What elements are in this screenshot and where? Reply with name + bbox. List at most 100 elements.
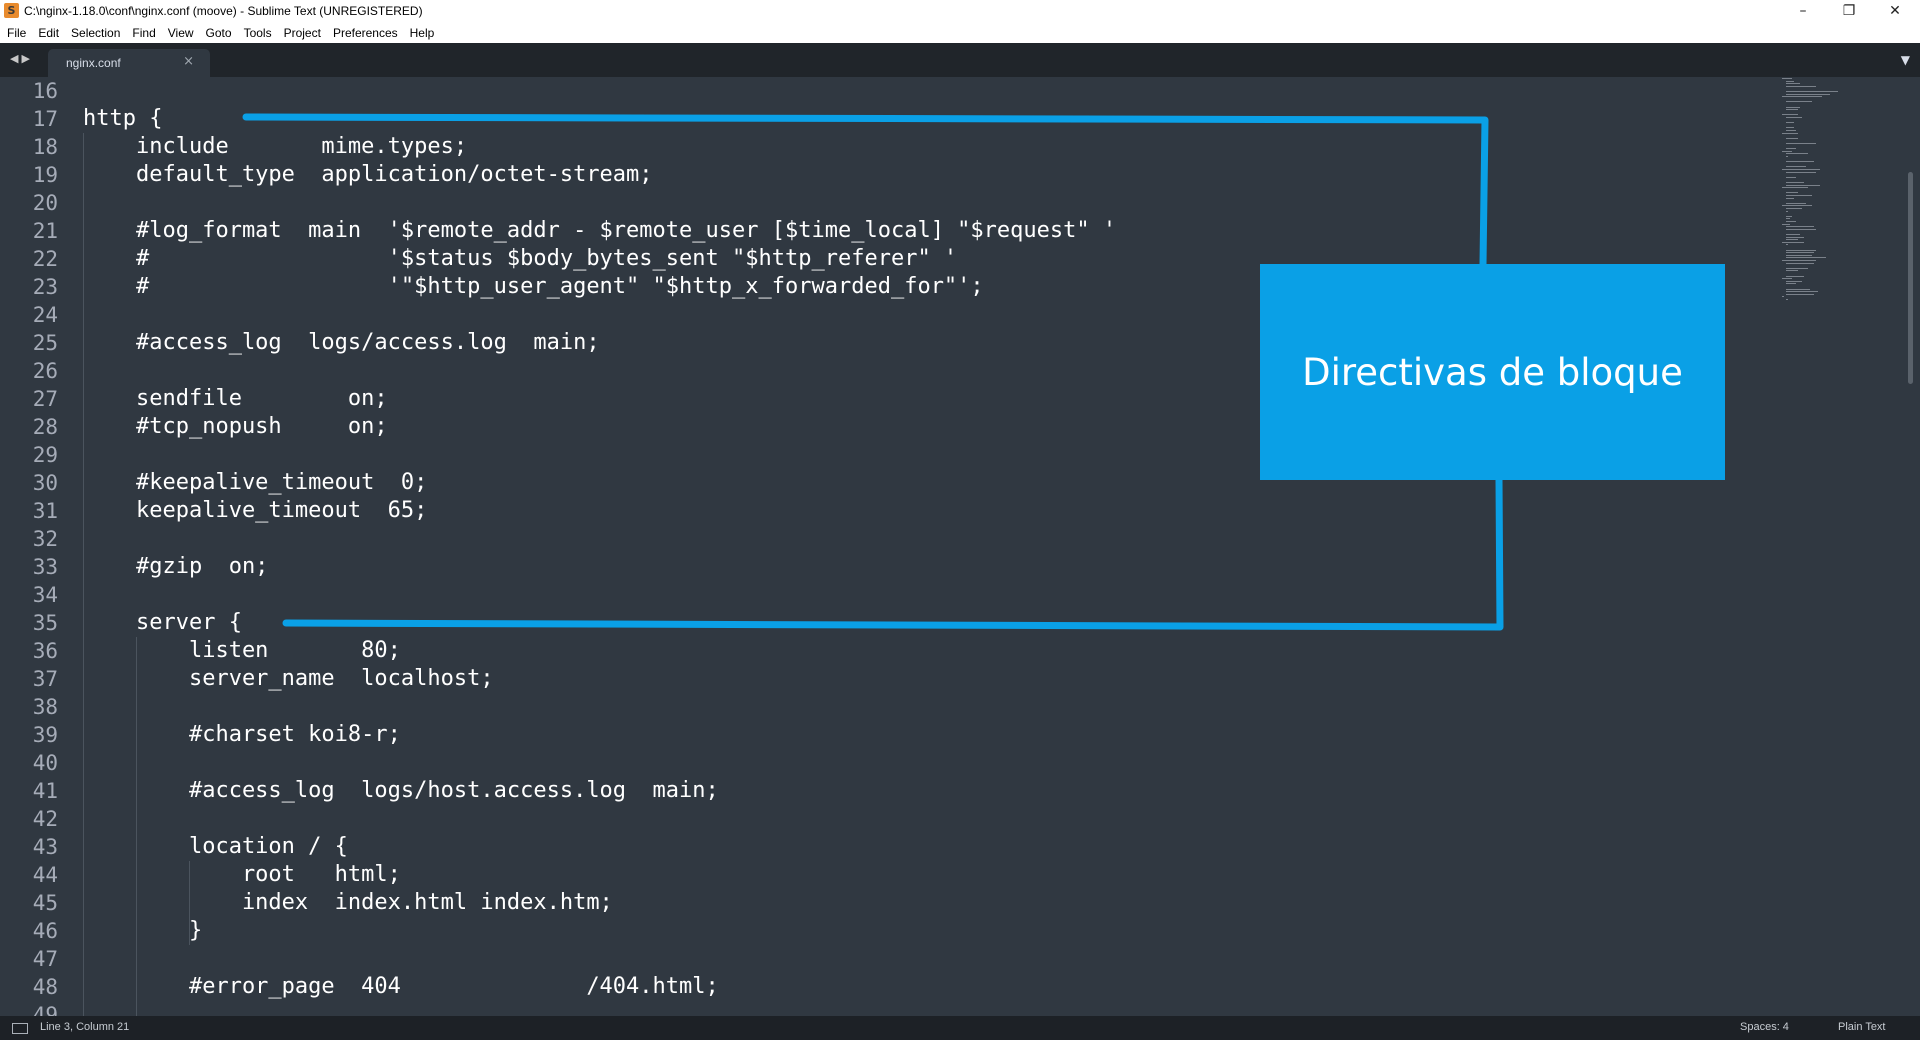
minimap[interactable]	[1782, 78, 1862, 318]
minimap-line	[1782, 296, 1784, 298]
line-number: 30	[32, 471, 58, 495]
code-line[interactable]: #gzip on;	[83, 554, 269, 579]
sublime-text-icon: S	[4, 3, 19, 18]
minimap-line	[1786, 130, 1796, 131]
minimap-line	[1786, 117, 1802, 118]
indent-guide	[136, 637, 137, 1016]
minimap-line	[1786, 122, 1794, 124]
code-line[interactable]: }	[83, 918, 203, 943]
minimap-line	[1786, 106, 1800, 108]
minimap-line	[1786, 127, 1794, 129]
tab-nginx-conf[interactable]: nginx.conf ×	[48, 49, 210, 77]
minimap-line	[1786, 148, 1796, 150]
code-line[interactable]: sendfile on;	[83, 386, 388, 411]
line-number: 17	[32, 107, 58, 131]
minimap-line	[1782, 132, 1798, 134]
menu-file[interactable]: File	[7, 26, 27, 40]
minimap-line	[1786, 184, 1820, 186]
minimap-line	[1786, 208, 1802, 209]
code-line[interactable]: #access_log logs/access.log main;	[83, 330, 600, 355]
tab-label: nginx.conf	[66, 56, 121, 70]
minimap-line	[1786, 91, 1838, 92]
code-line[interactable]: index index.html index.htm;	[83, 890, 613, 915]
minimap-line	[1782, 169, 1820, 170]
menu-find[interactable]: Find	[132, 26, 156, 40]
menu-preferences[interactable]: Preferences	[332, 26, 398, 40]
line-number: 46	[32, 919, 58, 943]
line-number: 28	[32, 415, 58, 439]
minimap-line	[1786, 171, 1816, 173]
code-line[interactable]: server_name localhost;	[83, 666, 494, 691]
close-window-button[interactable]: ✕	[1889, 3, 1901, 19]
menu-goto[interactable]: Goto	[205, 26, 232, 40]
code-line[interactable]: listen 80;	[83, 638, 401, 663]
line-number: 19	[32, 163, 58, 187]
code-line[interactable]: #tcp_nopush on;	[83, 414, 388, 439]
code-line[interactable]: # '"$http_user_agent" "$http_x_forwarded…	[83, 274, 984, 299]
line-number: 25	[32, 331, 58, 355]
code-line[interactable]: keepalive_timeout 65;	[83, 498, 428, 523]
code-line[interactable]: server {	[83, 610, 242, 635]
line-number: 31	[32, 499, 58, 523]
code-line[interactable]: root html;	[83, 862, 401, 887]
code-line[interactable]: #log_format main '$remote_addr - $remote…	[83, 218, 1117, 243]
minimap-line	[1786, 234, 1800, 235]
code-line[interactable]: include mime.types;	[83, 134, 468, 159]
menu-help[interactable]: Help	[409, 26, 435, 40]
code-line[interactable]: # '$status $body_bytes_sent "$http_refer…	[83, 246, 958, 271]
line-number: 40	[32, 751, 58, 775]
line-number: 27	[32, 387, 58, 411]
line-number: 49	[32, 1003, 58, 1016]
tab-navigation-arrows-icon[interactable]: ◀▶	[10, 52, 33, 65]
minimap-line	[1782, 241, 1804, 243]
code-line[interactable]: #error_page 404 /404.html;	[83, 974, 719, 999]
status-cursor-position[interactable]: Line 3, Column 21	[40, 1021, 130, 1033]
minimap-line	[1786, 254, 1812, 256]
indent-guide	[189, 861, 190, 945]
code-line[interactable]: default_type application/octet-stream;	[83, 162, 653, 187]
annotation-callout: Directivas de bloque	[1260, 264, 1725, 480]
menu-tools[interactable]: Tools	[243, 26, 272, 40]
minimap-line	[1786, 143, 1816, 144]
menu-view[interactable]: View	[167, 26, 194, 40]
panel-toggle-icon[interactable]	[12, 1023, 28, 1034]
tab-list-dropdown-icon[interactable]: ▼	[1900, 53, 1910, 67]
menu-edit[interactable]: Edit	[38, 26, 60, 40]
minimap-line	[1786, 280, 1802, 282]
status-indentation[interactable]: Spaces: 4	[1740, 1021, 1789, 1033]
minimap-line	[1786, 166, 1806, 168]
code-line[interactable]: #keepalive_timeout 0;	[83, 470, 428, 495]
tab-close-icon[interactable]: ×	[183, 54, 194, 69]
minimap-line	[1786, 85, 1816, 87]
minimap-line	[1786, 215, 1792, 217]
menu-selection[interactable]: Selection	[71, 26, 121, 40]
minimap-line	[1786, 252, 1814, 254]
minimap-line	[1782, 150, 1792, 152]
minimap-line	[1786, 101, 1812, 103]
line-number: 39	[32, 723, 58, 747]
minimize-button[interactable]: –	[1799, 3, 1807, 19]
code-line[interactable]: location / {	[83, 834, 348, 859]
minimap-line	[1786, 262, 1814, 264]
restore-button[interactable]: ❐	[1842, 3, 1856, 19]
line-number: 42	[32, 807, 58, 831]
line-number: 21	[32, 219, 58, 243]
minimap-line	[1786, 197, 1794, 199]
line-number: 24	[32, 303, 58, 327]
code-line[interactable]: http {	[83, 106, 163, 131]
minimap-line	[1782, 96, 1822, 98]
menu-project[interactable]: Project	[283, 26, 321, 40]
annotation-label: Directivas de bloque	[1302, 350, 1683, 394]
line-number: 20	[32, 191, 58, 215]
code-line[interactable]: #access_log logs/host.access.log main;	[83, 778, 719, 803]
vertical-scrollbar[interactable]	[1908, 80, 1913, 1016]
minimap-line	[1786, 202, 1806, 204]
code-line[interactable]: #charset koi8-r;	[83, 722, 401, 747]
annotation-line-server	[282, 476, 1504, 631]
status-syntax[interactable]: Plain Text	[1838, 1021, 1886, 1033]
minimap-line	[1786, 239, 1798, 241]
scrollbar-thumb[interactable]	[1908, 172, 1913, 384]
minimap-line	[1782, 278, 1792, 280]
code-area[interactable]: http { include mime.types; default_type …	[83, 77, 1773, 1016]
